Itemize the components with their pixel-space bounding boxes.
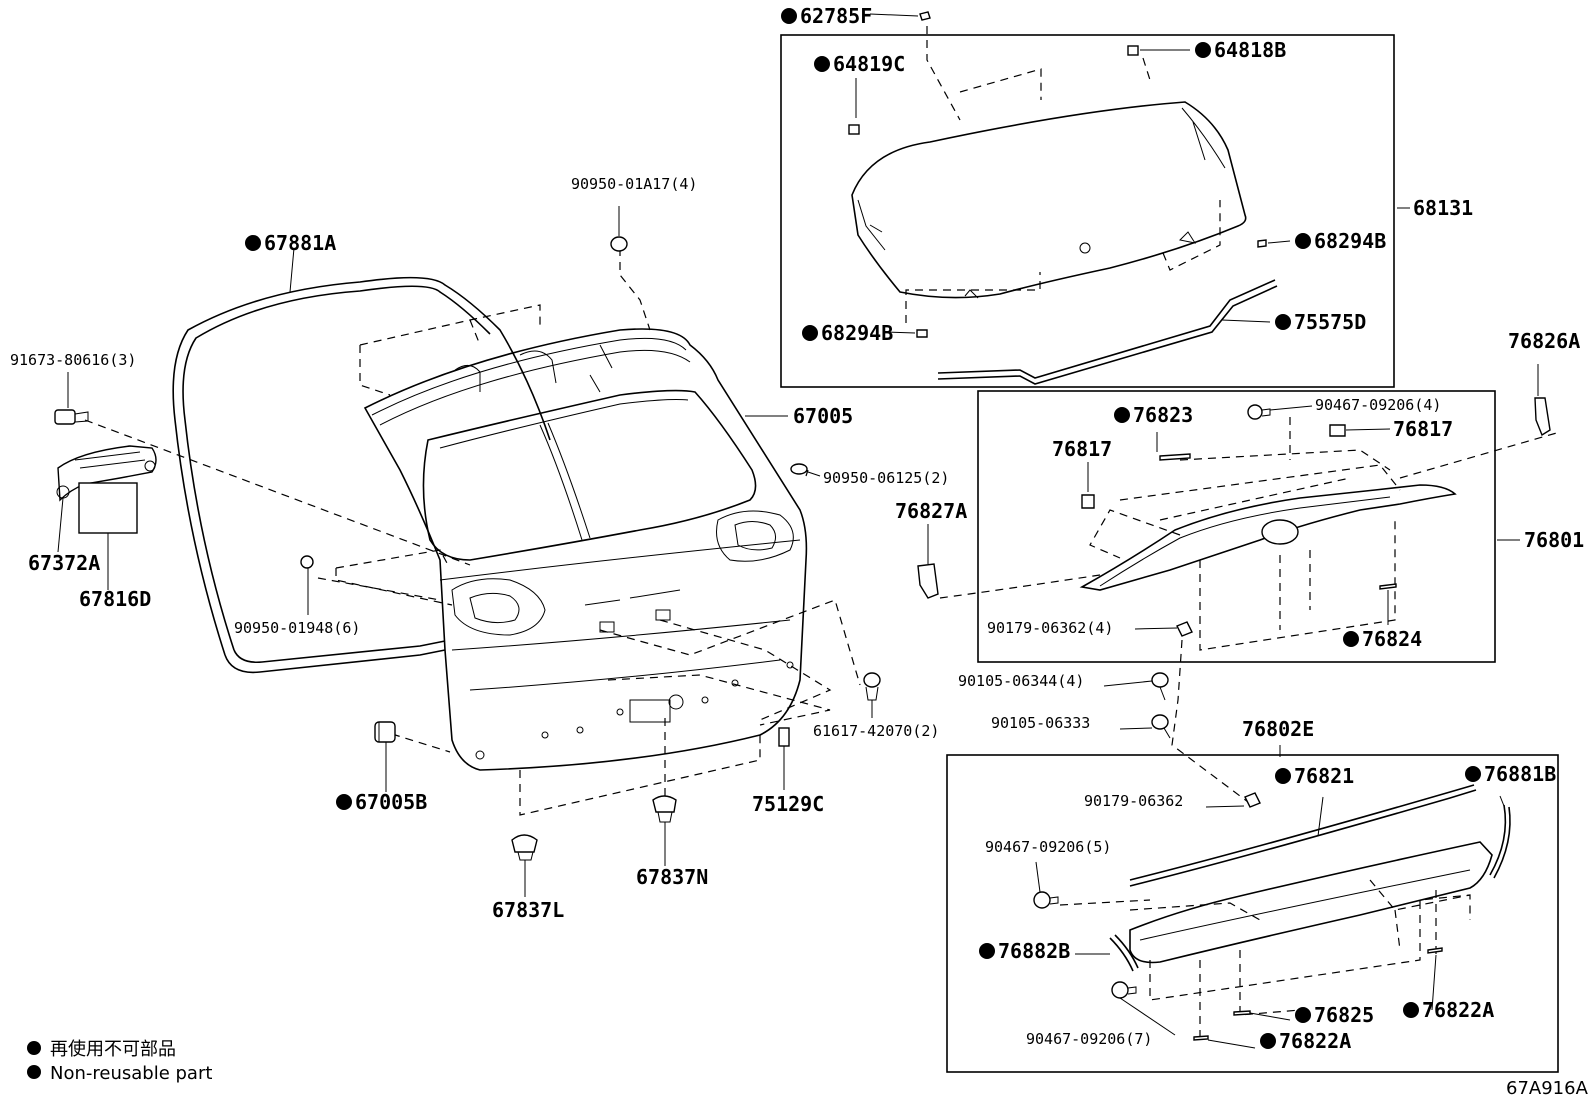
garnish-76801 [1079, 484, 1457, 591]
label-67837N: 67837N [636, 865, 708, 889]
strip-76882B [1109, 934, 1139, 972]
label-67881A: 67881A [264, 231, 336, 255]
label-67005: 67005 [793, 404, 853, 428]
bolt-91673 [54, 409, 89, 425]
label-90950-01A17: 90950-01A17(4) [571, 175, 697, 193]
lower-garnish-group-box [946, 754, 1559, 1073]
label-67816D: 67816D [79, 587, 151, 611]
label-76817-right: 76817 [1393, 417, 1453, 441]
label-67837L: 67837L [492, 898, 564, 922]
label-76882B: 76882B [998, 939, 1070, 963]
bracket-76827A [917, 563, 939, 599]
label-76881B: 76881B [1484, 762, 1556, 786]
plug-06125 [790, 463, 808, 475]
label-90950-06125: 90950-06125(2) [823, 469, 949, 487]
label-64818B: 64818B [1214, 38, 1286, 62]
label-68131: 68131 [1413, 196, 1473, 220]
bracket-76826A [1534, 397, 1551, 437]
garnish-76802E [1129, 841, 1493, 964]
bolt-90105-06344 [1151, 672, 1169, 701]
label-76827A: 76827A [895, 499, 967, 523]
label-76824: 76824 [1362, 627, 1422, 651]
legend-jp: 再使用不可部品 [50, 1039, 176, 1060]
grommet-01948 [300, 555, 314, 569]
clip-76823 [1159, 453, 1191, 461]
screw-90467-09206-4 [1247, 404, 1271, 420]
clip-76825 [1233, 1010, 1251, 1016]
label-67005B: 67005B [355, 790, 427, 814]
moulding-76821 [1129, 784, 1477, 887]
label-76826A: 76826A [1508, 329, 1580, 353]
screw-61617 [863, 672, 881, 701]
cushion-67005B [374, 721, 396, 743]
clip-76817-right [1329, 424, 1346, 437]
label-76802E: 76802E [1242, 717, 1314, 741]
label-91673-80616: 91673-80616(3) [10, 351, 136, 369]
label-76821: 76821 [1294, 764, 1354, 788]
garnish-group-box [977, 390, 1496, 663]
label-76825: 76825 [1314, 1003, 1374, 1027]
pad-67816D [78, 482, 138, 534]
label-90467-09206-7: 90467-09206(7) [1026, 1030, 1152, 1048]
label-90950-01948: 90950-01948(6) [234, 619, 360, 637]
label-75129C: 75129C [752, 792, 824, 816]
label-90105-06344: 90105-06344(4) [958, 672, 1084, 690]
label-90105-06333: 90105-06333 [991, 714, 1090, 732]
label-75575D: 75575D [1294, 310, 1366, 334]
clip-67837N [652, 795, 677, 823]
label-90467-09206-4: 90467-09206(4) [1315, 396, 1441, 414]
legend-en: Non-reusable part [50, 1063, 212, 1084]
label-68294B-right: 68294B [1314, 229, 1386, 253]
clip-76822A-right [1427, 947, 1443, 954]
clip-76822A-bottom [1193, 1035, 1209, 1041]
label-76823: 76823 [1133, 403, 1193, 427]
label-90467-09206-5: 90467-09206(5) [985, 838, 1111, 856]
label-62785F: 62785F [800, 4, 872, 28]
weatherstrip [172, 276, 551, 674]
glass-molding-75575D [937, 279, 1278, 385]
screw-90467-09206-5 [1033, 891, 1059, 909]
back-window-glass [848, 45, 1247, 299]
label-67372A: 67372A [28, 551, 100, 575]
label-61617-42070: 61617-42070(2) [813, 722, 939, 740]
label-90179-06362-4: 90179-06362(4) [987, 619, 1113, 637]
label-90179-06362: 90179-06362 [1084, 792, 1183, 810]
clip-76817-left [1081, 494, 1095, 509]
label-68294B-left: 68294B [821, 321, 893, 345]
screw-90467-09206-7 [1111, 981, 1137, 999]
back-door-panel [363, 328, 808, 771]
figure-code: 67A916A [1506, 1078, 1589, 1099]
tape-75129C [778, 727, 790, 747]
clip-76824 [1379, 583, 1397, 590]
bolt-90105-06333 [1151, 714, 1171, 739]
grommet-01A17 [610, 236, 628, 252]
label-76822A-bottom: 76822A [1279, 1029, 1351, 1053]
label-64819C: 64819C [833, 52, 905, 76]
strip-76881B [1489, 804, 1511, 879]
clip-67837L [511, 834, 538, 861]
nut-90179-06362-4 [1176, 621, 1193, 637]
label-76801: 76801 [1524, 528, 1584, 552]
handle-67372A [56, 445, 157, 502]
glass-group-box [780, 34, 1395, 388]
nut-90179-06362 [1244, 792, 1261, 808]
label-76817-left: 76817 [1052, 437, 1112, 461]
label-76822A-right: 76822A [1422, 998, 1494, 1022]
